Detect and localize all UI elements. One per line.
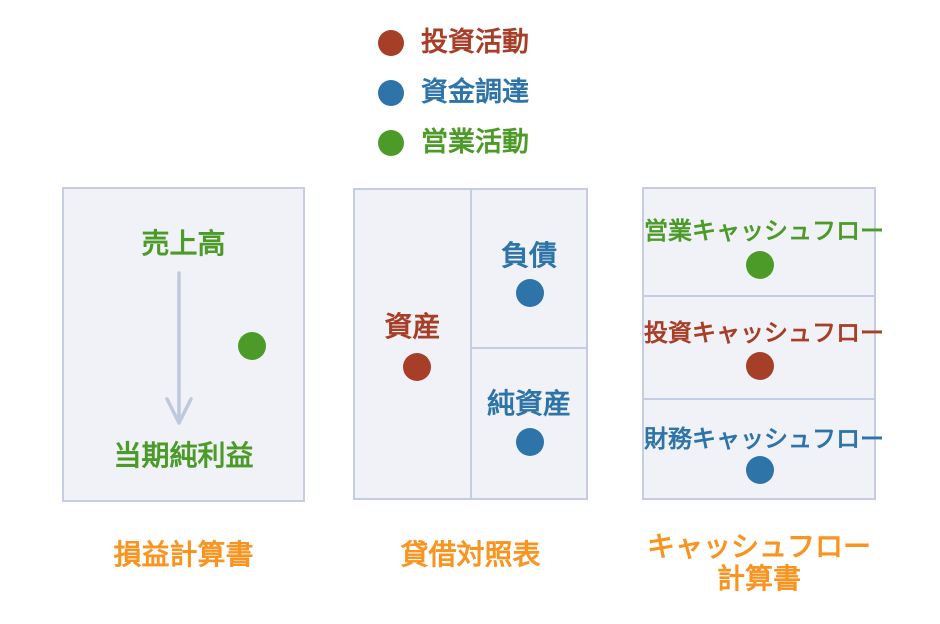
financing-cash-flow-label: 財務キャッシュフロー xyxy=(644,425,884,453)
cash-flow-title-line2: 計算書 xyxy=(716,562,801,595)
section-divider xyxy=(644,295,874,297)
down-arrow-icon xyxy=(165,271,193,425)
cash-flow-title-line1: キャッシュフロー xyxy=(646,530,871,563)
net-assets-label: 純資産 xyxy=(486,387,571,420)
cash-flow-statement-title: キャッシュフロー 計算書 xyxy=(642,531,876,595)
legend-label-financing: 資金調達 xyxy=(421,77,529,108)
legend-item-investing: 投資活動 xyxy=(378,29,529,57)
operating-dot xyxy=(746,251,774,279)
investing-dot xyxy=(746,352,774,380)
legend-label-investing: 投資活動 xyxy=(421,27,529,58)
financing-dot xyxy=(746,456,774,484)
income-statement-title: 損益計算書 xyxy=(113,538,254,571)
investing-dot-icon xyxy=(378,30,404,56)
operating-dot-icon xyxy=(378,130,404,156)
operating-dot xyxy=(238,332,266,360)
legend-label-operating: 営業活動 xyxy=(421,127,529,158)
balance-sheet-box: 資産 負債 純資産 xyxy=(353,188,588,500)
cash-flow-statement-box: 営業キャッシュフロー 投資キャッシュフロー 財務キャッシュフロー xyxy=(642,187,884,500)
assets-label: 資産 xyxy=(384,310,441,343)
investing-cash-flow-label: 投資キャッシュフロー xyxy=(644,319,884,347)
legend-item-operating: 営業活動 xyxy=(378,129,529,157)
financing-dot xyxy=(516,279,544,307)
financing-dot xyxy=(516,428,544,456)
operating-cash-flow-label: 営業キャッシュフロー xyxy=(644,217,884,245)
liabilities-label: 負債 xyxy=(500,239,557,272)
horizontal-divider xyxy=(470,347,586,349)
financing-dot-icon xyxy=(378,80,404,106)
vertical-divider xyxy=(470,190,472,498)
balance-sheet-title: 貸借対照表 xyxy=(400,538,541,571)
legend: 投資活動 資金調達 営業活動 xyxy=(378,29,529,157)
legend-item-financing: 資金調達 xyxy=(378,79,529,107)
investing-dot xyxy=(403,353,431,381)
section-divider xyxy=(644,398,874,400)
net-income-label: 当期純利益 xyxy=(113,439,254,472)
sales-label: 売上高 xyxy=(141,227,226,260)
income-statement-box: 売上高 当期純利益 xyxy=(62,187,305,502)
